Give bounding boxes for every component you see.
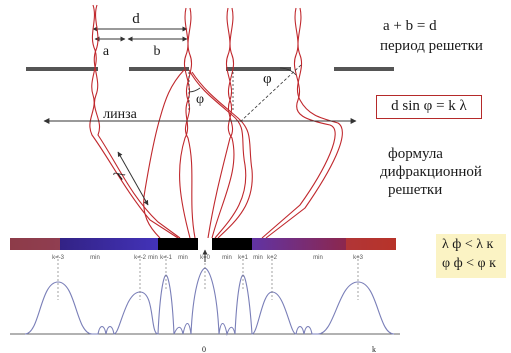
note-line-1: λ ф < λ к — [442, 237, 494, 252]
grating-bar — [226, 67, 291, 71]
order-label: min — [90, 255, 100, 261]
label-b: b — [154, 44, 161, 59]
wave-ray — [191, 71, 253, 239]
order-label: min — [178, 255, 188, 261]
note-line-2: φ ф < φ к — [442, 256, 496, 271]
order-label: k=-3 — [52, 255, 65, 261]
grating-bar — [26, 67, 98, 71]
intensity-plot — [10, 267, 400, 337]
order-label: k=3 — [353, 255, 364, 261]
label-lambda: λ — [111, 168, 129, 183]
order-labels: k=-3mink=-2mink=-1mink=0mink=1mink=2mink… — [52, 255, 364, 261]
order-guides — [57, 255, 359, 300]
order-label: min — [148, 255, 158, 261]
wave-ray — [211, 7, 235, 239]
rays — [89, 4, 343, 239]
order-label: k=2 — [267, 255, 278, 261]
angle-construction — [188, 64, 302, 123]
grating — [26, 67, 394, 71]
grating-bar — [334, 67, 394, 71]
label-a: a — [103, 44, 110, 59]
order-label: min — [253, 255, 263, 261]
wavelength-dimension — [117, 151, 149, 206]
caption-line-3: решетки — [388, 182, 442, 198]
label-d: d — [132, 11, 140, 27]
intensity-curve — [24, 267, 395, 337]
spectrum-bar — [10, 238, 396, 250]
label-phi-small: φ — [196, 92, 204, 107]
order-label: k=-2 — [134, 255, 147, 261]
formula-box: d sin φ = k λ — [376, 95, 482, 119]
label-k: k — [372, 345, 376, 353]
order-label: k=-1 — [160, 255, 173, 261]
comparison-note: λ ф < λ к φ ф < φ к — [436, 234, 506, 278]
formula-text: d sin φ = k λ — [391, 98, 467, 114]
caption-line-2: дифракционной — [380, 164, 482, 180]
period-text: период решетки — [380, 38, 483, 54]
order-label: min — [222, 255, 232, 261]
label-phi-large: φ — [263, 71, 272, 87]
label-lens: линза — [103, 107, 138, 122]
order-label: min — [313, 255, 323, 261]
period-dimension: d a b — [92, 11, 188, 59]
wave-ray — [143, 69, 185, 239]
caption-line-1: формула — [388, 146, 443, 162]
wave-ray — [188, 69, 247, 239]
wave-ray — [184, 7, 196, 239]
order-label: k=1 — [238, 255, 249, 261]
grating-bar — [129, 67, 189, 71]
label-zero: 0 — [202, 345, 206, 353]
wave-ray — [265, 7, 343, 239]
relation-text: a + b = d — [383, 18, 437, 34]
